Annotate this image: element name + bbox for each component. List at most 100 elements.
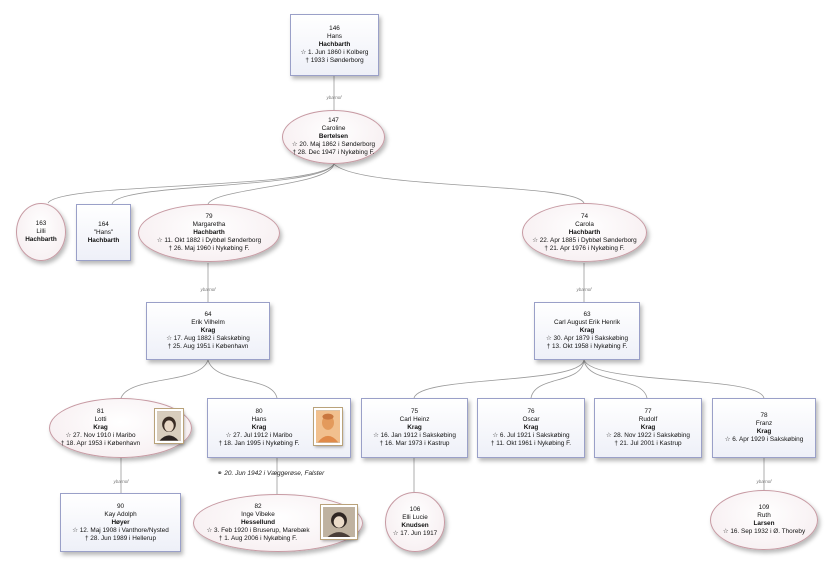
given-name: "Hans" — [93, 228, 114, 236]
given-name: Margaretha — [192, 221, 226, 228]
death-line: † 28. Dec 1947 i Nykøbing F. — [292, 149, 375, 156]
given-name: Oscar — [522, 416, 540, 423]
person-card-63[interactable]: 63 Carl August Erik Henrik Krag ☆ 30. Ap… — [534, 302, 640, 360]
person-id: 146 — [329, 25, 340, 32]
death-line: † 13. Okt 1958 i Nykøbing F. — [546, 343, 628, 350]
birth-line: ☆ 12. Maj 1908 i Vanthore/Nysted — [72, 526, 169, 534]
person-id: 90 — [116, 502, 125, 510]
surname: Knudsen — [401, 522, 429, 529]
person-id: 164 — [98, 220, 109, 228]
person-id: 163 — [35, 220, 47, 227]
relation-label: ybarnof — [756, 479, 772, 484]
person-id: 79 — [205, 213, 213, 220]
given-name: Rudolf — [638, 416, 658, 423]
person-id: 76 — [527, 408, 535, 415]
birth-line: ☆ 17. Jun 1917 — [392, 530, 438, 537]
birth-line: ☆ 1. Jun 1860 i Kolberg — [300, 49, 369, 56]
person-card-79[interactable]: 79 Margaretha Hachbarth ☆ 11. Okt 1882 i… — [138, 204, 280, 262]
birth-line: ☆ 6. Jul 1921 i Sakskøbing — [492, 432, 570, 439]
person-card-82[interactable]: 82 Inge Vibeke Hessellund ☆ 3. Feb 1920 … — [193, 494, 363, 552]
person-card-78[interactable]: 78 Franz Krag ☆ 6. Apr 1929 i Sakskøbing — [712, 398, 816, 458]
surname: Krag — [251, 424, 267, 431]
person-card-74[interactable]: 74 Carola Hachbarth ☆ 22. Apr 1885 i Dyb… — [522, 203, 647, 262]
surname: Krag — [579, 327, 595, 334]
death-line: † 18. Jan 1995 i Nykøbing F. — [218, 440, 300, 447]
death-line: † 11. Okt 1961 i Nykøbing F. — [490, 440, 572, 447]
birth-line: ☆ 27. Nov 1910 i Maribo — [65, 432, 136, 439]
death-line: † 25. Aug 1951 i København — [167, 343, 249, 350]
birth-line: ☆ 28. Nov 1922 i Sakskøbing — [606, 432, 690, 439]
given-name: Erik Vilhelm — [191, 319, 225, 326]
death-line: † 26. Maj 1960 i Nykøbing F. — [168, 245, 250, 252]
surname: Hachbarth — [568, 228, 601, 236]
person-card-163[interactable]: 163 Lilli Hachbarth — [16, 203, 66, 261]
relation-label: ybarnof — [576, 287, 592, 292]
given-name: Carl August Erik Henrik — [553, 319, 621, 326]
birth-line: ☆ 3. Feb 1920 i Bruserup, Marebæk — [206, 527, 310, 534]
given-name: Franz — [755, 420, 773, 427]
surname: Krag — [93, 424, 108, 431]
given-name: Hans — [251, 416, 267, 423]
person-card-90[interactable]: 90 Kay Adolph Høyer ☆ 12. Maj 1908 i Van… — [60, 493, 181, 552]
portrait-icon — [316, 410, 340, 443]
person-id: 82 — [254, 503, 262, 510]
birth-line: ☆ 16. Jan 1912 i Sakskøbing — [373, 432, 456, 439]
given-name: Hans — [327, 33, 342, 40]
given-name: Kay Adolph — [104, 510, 137, 518]
birth-line: ☆ 17. Aug 1882 i Sakskøbing — [166, 335, 250, 342]
relation-label: ybarnof — [113, 479, 129, 484]
surname: Hachbarth — [25, 236, 57, 243]
birth-line: ☆ 6. Apr 1929 i Sakskøbing — [724, 436, 804, 443]
portrait-photo-80 — [313, 407, 343, 446]
portrait-photo-82 — [320, 504, 358, 540]
marriage-annotation: ⚭ 20. Jun 1942 i Væggerøse, Falster — [217, 470, 325, 477]
person-card-106[interactable]: 106 Elli Lucie Knudsen ☆ 17. Jun 1917 — [385, 492, 445, 552]
birth-line: ☆ 11. Okt 1882 i Dybbøl Sønderborg — [156, 237, 262, 244]
person-id: 64 — [204, 311, 212, 318]
surname: Hachbarth — [318, 41, 351, 48]
relation-label: ybarnof — [326, 95, 342, 100]
person-card-75[interactable]: 75 Carl Heinz Krag ☆ 16. Jan 1912 i Saks… — [361, 398, 468, 458]
person-card-64[interactable]: 64 Erik Vilhelm Krag ☆ 17. Aug 1882 i Sa… — [146, 302, 270, 360]
death-line: † 28. Jun 1989 i Hellerup — [84, 534, 157, 542]
birth-line: ☆ 27. Jul 1912 i Maribo — [225, 432, 293, 439]
given-name: Carl Heinz — [399, 416, 430, 423]
birth-line: ☆ 22. Apr 1885 i Dybbøl Sønderborg — [532, 236, 637, 244]
surname: Hachbarth — [87, 236, 120, 244]
surname: Krag — [407, 424, 422, 431]
person-card-77[interactable]: 77 Rudolf Krag ☆ 28. Nov 1922 i Sakskøbi… — [594, 398, 702, 458]
person-id: 80 — [255, 408, 263, 415]
death-line: † 1933 i Sønderborg — [305, 57, 364, 64]
person-card-146[interactable]: 146 Hans Hachbarth ☆ 1. Jun 1860 i Kolbe… — [290, 14, 379, 76]
surname: Krag — [523, 424, 539, 431]
death-line: † 16. Mar 1973 i Kastrup — [379, 440, 450, 447]
person-id: 81 — [96, 408, 105, 415]
portrait-photo-81 — [154, 408, 184, 444]
surname: Larsen — [753, 520, 775, 527]
surname: Hessellund — [240, 519, 276, 526]
birth-line: ☆ 30. Apr 1879 i Sakskøbing — [545, 335, 629, 342]
death-line: † 1. Aug 2006 i Nykøbing F. — [218, 535, 298, 542]
person-card-109[interactable]: 109 Ruth Larsen ☆ 16. Sep 1932 i Ø. Thor… — [710, 490, 818, 550]
person-id: 147 — [328, 117, 339, 124]
person-id: 109 — [758, 504, 770, 511]
portrait-icon — [323, 507, 355, 537]
birth-line: ☆ 16. Sep 1932 i Ø. Thoreby — [722, 528, 806, 535]
person-card-164[interactable]: 164 "Hans" Hachbarth — [76, 204, 131, 261]
person-id: 74 — [580, 212, 589, 220]
given-name: Elli Lucie — [402, 514, 428, 521]
death-line: † 18. Apr 1953 i København — [60, 440, 141, 447]
surname: Bertelsen — [318, 133, 349, 140]
portrait-icon — [157, 411, 181, 441]
surname: Krag — [756, 428, 772, 435]
death-line: † 21. Apr 1976 i Nykøbing F. — [544, 244, 625, 252]
person-id: 75 — [410, 408, 419, 415]
person-card-76[interactable]: 76 Oscar Krag ☆ 6. Jul 1921 i Sakskøbing… — [477, 398, 585, 458]
person-id: 106 — [409, 506, 421, 513]
person-card-147[interactable]: 147 Caroline Bertelsen ☆ 20. Maj 1862 i … — [282, 110, 385, 164]
given-name: Ruth — [757, 512, 771, 519]
relation-label: ybarnof — [200, 287, 216, 292]
given-name: Lotti — [94, 416, 107, 423]
surname: Krag — [640, 424, 656, 431]
surname: Høyer — [111, 518, 130, 526]
